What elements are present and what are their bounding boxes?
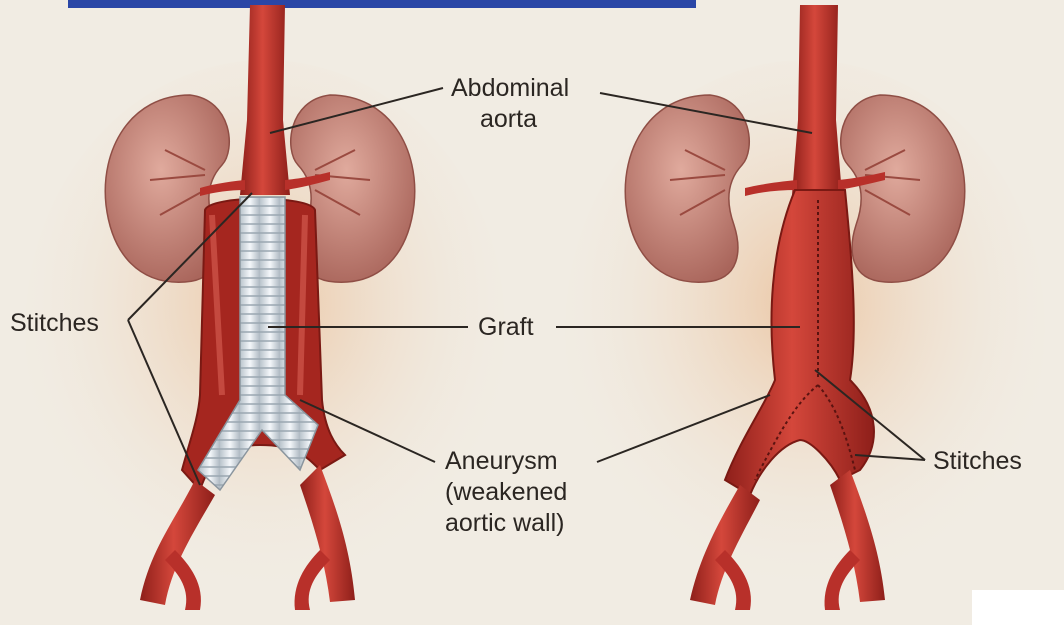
abdominal-aorta-label-line2: aorta xyxy=(451,104,601,135)
abdominal-aorta-label: Abdominal aorta xyxy=(451,73,601,135)
stitches-left-label: Stitches xyxy=(10,308,99,339)
right-upper-aorta xyxy=(792,5,842,195)
aneurysm-label-line3: aortic wall) xyxy=(445,508,567,539)
aneurysm-label: Aneurysm (weakened aortic wall) xyxy=(445,446,567,539)
abdominal-aorta-label-line1: Abdominal xyxy=(451,73,601,104)
stitches-right-label: Stitches xyxy=(933,446,1022,477)
graft-label: Graft xyxy=(478,312,534,343)
aneurysm-label-line1: Aneurysm xyxy=(445,446,567,477)
corner-patch xyxy=(972,590,1064,625)
aneurysm-label-line2: (weakened xyxy=(445,477,567,508)
